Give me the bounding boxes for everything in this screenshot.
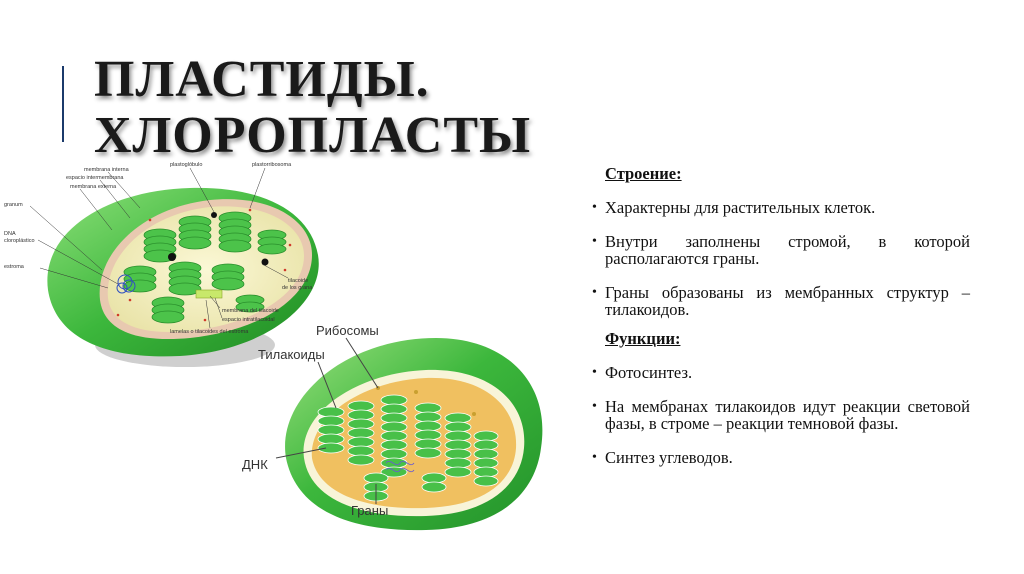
plastoglobule xyxy=(168,253,176,261)
granum-stack xyxy=(178,215,212,250)
granum-stack xyxy=(218,211,252,253)
label-membrana-tilacoide: membrana del tilacoide xyxy=(222,308,279,314)
lamella xyxy=(195,289,223,299)
granum-stack xyxy=(211,263,245,291)
plastoglobule xyxy=(261,258,269,266)
granum-stack xyxy=(257,229,287,255)
label-tilacoide-grana: de los grana xyxy=(282,285,313,291)
granum-stack xyxy=(168,261,202,296)
label-plastoglobulo: plastoglóbulo xyxy=(170,162,202,168)
label-membrana-externa: membrana externa xyxy=(70,184,117,190)
function-item: Фотосинтез. xyxy=(592,364,970,381)
structure-item: Внутри заполнены стромой, в которой расп… xyxy=(592,233,970,267)
granum-stack xyxy=(421,472,447,493)
function-item: На мембранах тилакоидов идут реакции све… xyxy=(592,398,970,432)
label-tilacoide: tilacoide xyxy=(288,278,308,284)
title-accent-line xyxy=(62,66,64,142)
structure-heading: Строение: xyxy=(605,164,682,183)
granum-stack xyxy=(347,400,375,466)
label-granum: granum xyxy=(4,202,23,208)
dna-coil xyxy=(385,460,415,473)
label-thylakoids: Тилакоиды xyxy=(258,347,325,362)
granum-stack xyxy=(143,228,177,263)
label-membrana-interna: membrana interna xyxy=(84,167,130,173)
label-estroma: estroma xyxy=(4,264,25,270)
label-dna: DNA xyxy=(4,231,16,237)
function-item: Синтез углеводов. xyxy=(592,449,970,466)
granum-stack xyxy=(414,402,442,459)
structure-item: Граны образованы из мембранных структур … xyxy=(592,284,970,318)
label-espacio-intermembrana: espacio intermembrana xyxy=(66,175,124,181)
chloroplast-diagram-simple xyxy=(275,337,543,531)
ribosome xyxy=(414,390,418,394)
structure-item: Характерны для растительных клеток. xyxy=(592,199,970,216)
functions-heading: Функции: xyxy=(605,329,681,348)
label-ribosomes: Рибосомы xyxy=(316,323,379,338)
granum-stack xyxy=(235,294,265,313)
label-plastorribosoma: plastorribosoma xyxy=(252,162,292,168)
dna-coil xyxy=(116,274,136,294)
label-dna-cloroplastico: cloroplástico xyxy=(4,238,35,244)
content-panel: Строение: Характерны для растительных кл… xyxy=(592,165,970,466)
title-line-1: ПЛАСТИДЫ. xyxy=(94,51,430,108)
label-lamelas: lamelas o tilacoides del estroma xyxy=(170,329,249,335)
title-line-2: ХЛОРОПЛАСТЫ xyxy=(94,107,532,164)
chloroplast-diagram-detailed: membrana interna espacio intermembrana m… xyxy=(4,162,319,367)
ribosome xyxy=(472,412,476,416)
granum-stack xyxy=(380,394,408,478)
label-grana: Граны xyxy=(351,503,389,518)
granum-stack xyxy=(151,296,185,324)
granum-stack xyxy=(317,406,345,454)
label-dna: ДНК xyxy=(242,457,268,472)
plastoglobule xyxy=(211,212,217,218)
slide-title: ПЛАСТИДЫ. ХЛОРОПЛАСТЫ xyxy=(94,52,531,164)
granum-stack xyxy=(444,412,472,478)
granum-stack xyxy=(473,430,499,487)
label-espacio-intratilacoidal: espacio intratilacoidal xyxy=(222,317,275,323)
